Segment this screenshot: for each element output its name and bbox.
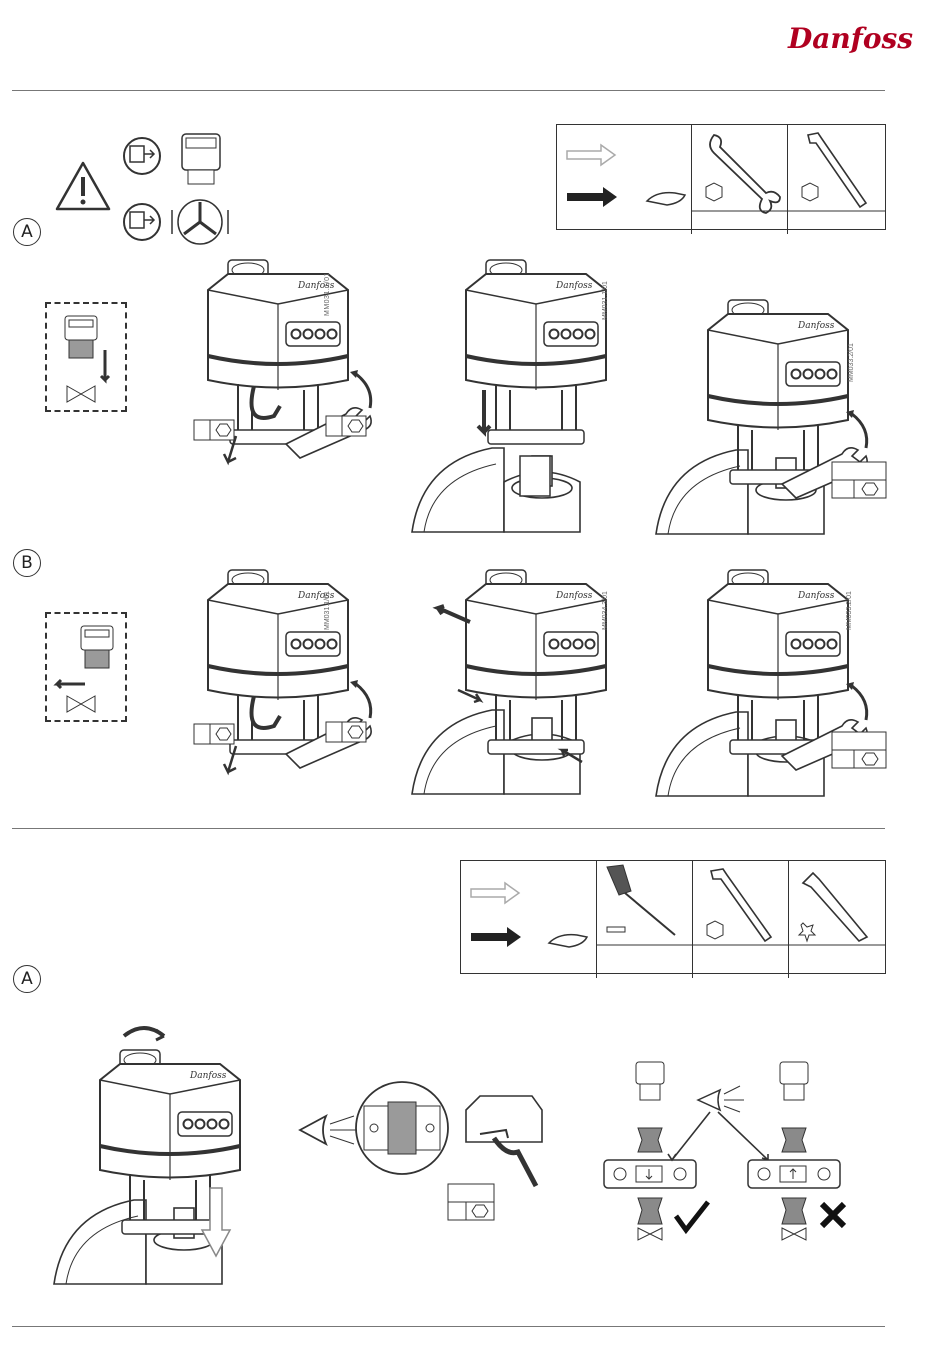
check-mark-icon bbox=[676, 1202, 708, 1230]
figure-a1-actuator-removal: MM031.1/01 bbox=[194, 256, 384, 466]
figure-b3-tighten: MM033.2/01 bbox=[654, 566, 890, 796]
middle-divider bbox=[12, 828, 885, 829]
figure-code-a1: MM031.1/01 bbox=[324, 272, 331, 316]
tools-table-top bbox=[556, 124, 886, 230]
tool-hex-key bbox=[788, 125, 885, 234]
power-off-actuator-group bbox=[120, 124, 240, 254]
tools-direction-legend-bottom bbox=[461, 861, 597, 978]
tool-torx-key bbox=[789, 861, 885, 978]
install-direction-box-a bbox=[45, 302, 127, 412]
figure-code-b2: MM034.3/01 bbox=[602, 591, 609, 630]
tools-direction-legend bbox=[557, 125, 692, 234]
hex-size-box-c2 bbox=[448, 1184, 494, 1225]
figure-b2-side-mount: MM034.3/01 bbox=[410, 566, 610, 796]
tool-flat-screwdriver bbox=[597, 861, 693, 978]
tool-hex-key-bottom bbox=[693, 861, 789, 978]
top-divider bbox=[12, 90, 885, 91]
danfoss-logo: Danfoss bbox=[784, 14, 888, 60]
bottom-divider bbox=[12, 1326, 885, 1327]
install-direction-box-b bbox=[45, 612, 127, 722]
figure-c2-inspect-coupling bbox=[296, 1076, 556, 1226]
figure-code-a3: MM033.2/01 bbox=[848, 343, 855, 382]
section-marker-b-top: B bbox=[13, 549, 41, 577]
figure-code-b3: MM033.2/01 bbox=[846, 591, 853, 630]
warning-triangle-icon bbox=[54, 160, 112, 212]
danfoss-logo-wordmark: Danfoss bbox=[787, 22, 913, 55]
figure-c3-orientation-check bbox=[600, 1056, 850, 1246]
figure-a3-tighten: MM033.2/01 bbox=[654, 296, 890, 536]
figure-code-b1: MM031.1/01 bbox=[324, 591, 331, 630]
section-marker-a-top: A bbox=[13, 218, 41, 246]
figure-b1-actuator-removal: MM031.1/01 bbox=[194, 566, 384, 776]
figure-code-a2: MM031.1/01 bbox=[602, 281, 609, 320]
figure-a2-actuator-mount: MM031.1/01 bbox=[410, 256, 610, 536]
eye-icon bbox=[300, 1116, 358, 1144]
cross-mark-icon bbox=[822, 1204, 844, 1226]
section-marker-a-bottom: A bbox=[13, 965, 41, 993]
tools-table-bottom bbox=[460, 860, 886, 974]
tool-open-end-wrench bbox=[692, 125, 788, 234]
figure-c1-rotate-and-lower bbox=[44, 1020, 264, 1290]
